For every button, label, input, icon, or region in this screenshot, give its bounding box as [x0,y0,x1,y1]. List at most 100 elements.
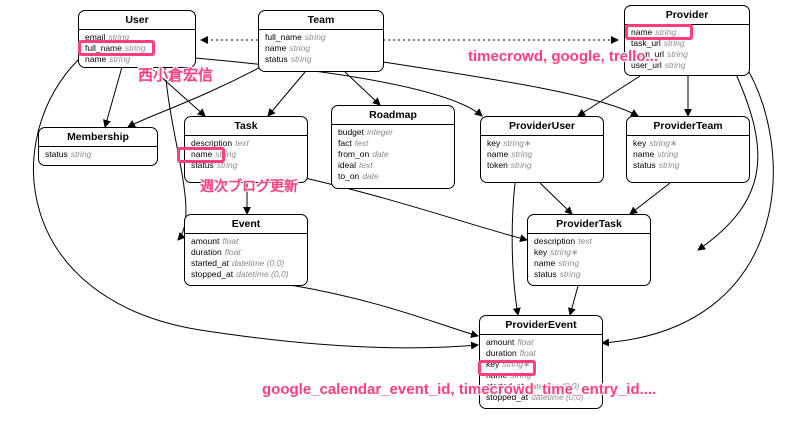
edge-user-provideruser [194,57,483,117]
attribute-type: float [519,348,536,358]
attribute-type: string [109,54,131,64]
attribute-name: duration [191,247,222,257]
attribute-name: name [85,54,107,64]
attribute-type: string [108,32,130,42]
attribute-type: string [511,149,533,159]
attribute-type: string [649,138,671,148]
edge-providertask-providerevent [568,285,579,316]
entity-title: Event [185,215,307,234]
attribute-type: text [358,160,373,170]
attribute-type: string [657,149,679,159]
attribute-type: float [517,337,534,347]
attribute-type: string [558,258,580,268]
attribute-type: datetime (0,0) [231,258,285,268]
entity-title: ProviderEvent [480,316,602,335]
edge-provideruser-providertask [539,182,573,215]
attribute-type: string [70,149,92,159]
edge-user-membership [103,66,123,128]
attribute-type: string [289,43,311,53]
attribute-name: to_on [338,171,360,181]
attribute-name: email [85,32,106,42]
attribute-name: started_at [486,381,524,391]
attribute-type: string [215,149,237,159]
attribute-name: name [487,149,509,159]
edge-user-providerevent [33,59,479,350]
attribute-type: string [550,247,572,257]
attribute-name: name [265,43,287,53]
entity-title: Roadmap [332,106,454,125]
attribute-type: datetime (0,0) [526,381,580,391]
attribute-type: datetime (0,0) [236,269,289,279]
entity-title: Task [185,117,307,136]
attribute-type: text [235,138,249,148]
edge-providerteam-providertask [629,182,671,215]
entity-title: Team [259,11,383,30]
attribute-type: text [354,138,369,148]
attribute-type: string [655,27,677,37]
attribute-name: key [534,247,548,257]
attribute-name: status [534,269,557,279]
attribute-name: name [633,149,655,159]
attribute-type: float [224,247,241,257]
attribute-type: float [222,236,239,246]
attribute-name: duration [486,348,517,358]
attribute-key-mark: ∗ [670,138,678,148]
edge-team-membership [127,61,271,128]
attribute-type: string [510,160,532,170]
attribute-type: date [362,171,379,181]
attribute-name: name [631,27,653,37]
attribute-key-mark: ∗ [524,138,532,148]
attribute-type: date [372,149,389,159]
edge-provider-providerevent [601,59,774,347]
entity-title: User [79,11,195,30]
attribute-name: status [633,160,656,170]
attribute-type: string [216,160,238,170]
edge-user-event [164,67,187,241]
annotation-provider-event-key: google_calendar_event_id, timecrowd_time… [262,381,657,398]
edge-team-task [267,71,306,117]
attribute-name: name [191,149,213,159]
annotation-task-name: 週次ブログ更新 [200,178,298,194]
highlight-provider-event-key [478,360,536,376]
attribute-name: started_at [191,258,229,268]
